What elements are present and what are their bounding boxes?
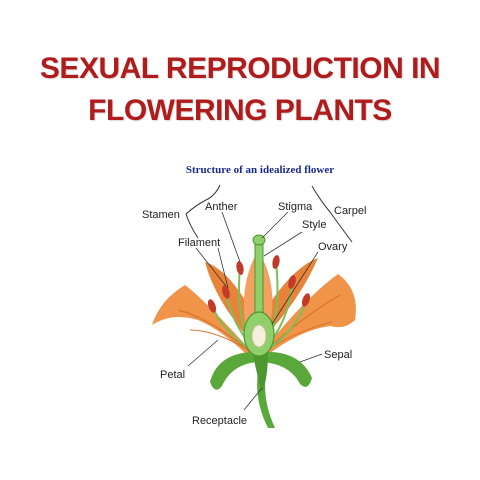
leader-lines [187, 211, 323, 411]
label-anther: Anther [205, 201, 238, 213]
anther [301, 293, 311, 307]
anthers [207, 255, 311, 313]
diagram-caption: Structure of an idealized flower [185, 164, 335, 176]
label-sepal: Sepal [324, 349, 352, 361]
carpel-bracket [311, 185, 331, 213]
anther [288, 275, 296, 289]
anther [207, 299, 217, 313]
petal-left [152, 285, 252, 356]
page-title-line-1: SEXUAL REPRODUCTION IN [39, 52, 441, 85]
ovule [251, 324, 267, 348]
label-filament: Filament [178, 237, 220, 249]
stamen-bracket [185, 184, 221, 215]
label-stigma: Stigma [278, 201, 313, 213]
sepal-right [262, 351, 312, 387]
label-petal: Petal [160, 369, 185, 381]
anther [236, 261, 244, 275]
sepal-left [210, 352, 258, 390]
label-carpel: Carpel [334, 205, 366, 217]
label-ovary: Ovary [318, 241, 348, 253]
sepal-center [252, 350, 268, 392]
style [254, 243, 264, 317]
anther [222, 285, 230, 299]
page-title-line-2: FLOWERING PLANTS [88, 94, 392, 127]
label-style: Style [302, 219, 326, 231]
label-stamen: Stamen [142, 209, 180, 221]
anther [272, 255, 280, 269]
label-receptacle: Receptacle [192, 415, 247, 427]
